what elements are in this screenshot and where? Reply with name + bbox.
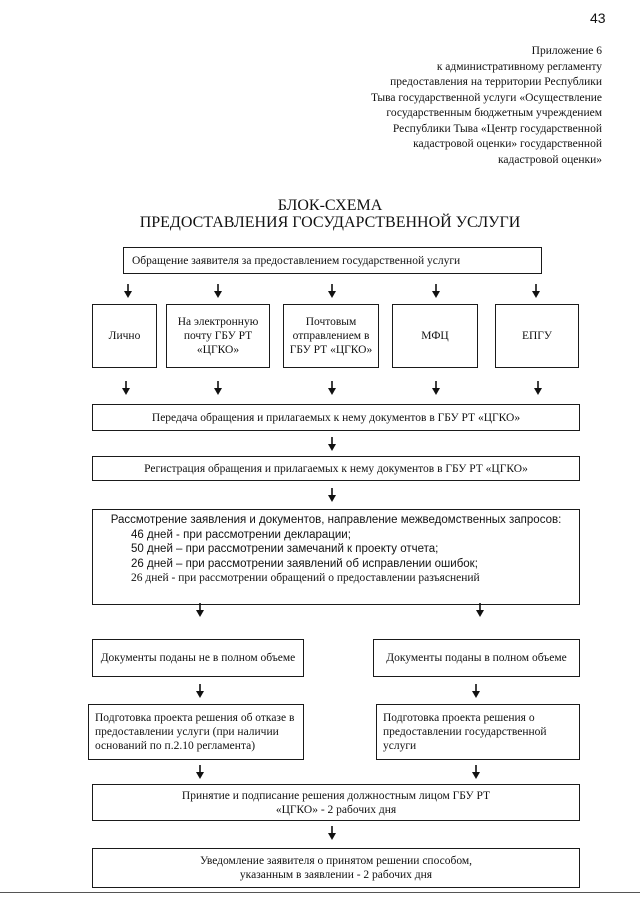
annex-line: кадастровой оценки» [497,153,602,166]
arrow-down-icon [121,381,131,395]
annex-line: кадастровой оценки» государственной [413,138,602,150]
arrow-down-icon [123,284,133,298]
complete-docs-box: Документы поданы в полном объеме [373,639,580,677]
decision-box: Принятие и подписание решения должностны… [92,784,580,821]
transfer-box: Передача обращения и прилагаемых к нему … [92,404,580,431]
channel-epgu: ЕПГУ [495,304,579,368]
arrow-down-icon [327,826,337,840]
arrow-down-icon [327,437,337,451]
annex-line: Приложение 6 [531,45,602,57]
arrow-down-icon [533,381,543,395]
channel-email: На электронную почту ГБУ РТ «ЦГКО» [166,304,270,368]
annex-line: предоставления на территории Республики [390,76,602,88]
channel-in-person: Лично [92,304,157,368]
annex-header: Приложение 6 к административному регламе… [302,44,602,168]
channel-post: Почтовым отправлением в ГБУ РТ «ЦГКО» [283,304,379,368]
notification-box: Уведомление заявителя о принятом решении… [92,848,580,888]
arrow-down-icon [327,488,337,502]
refusal-draft-box: Подготовка проекта решения об отказе в п… [88,704,304,760]
title-line-2: ПРЕДОСТАВЛЕНИЯ ГОСУДАРСТВЕННОЙ УСЛУГИ [139,214,521,231]
page-bottom-rule [0,892,640,893]
arrow-down-icon [213,381,223,395]
annex-line: к административному регламенту [436,60,602,73]
arrow-down-icon [475,603,485,617]
appeal-box: Обращение заявителя за предоставлением г… [123,247,542,274]
arrow-down-icon [195,603,205,617]
arrow-down-icon [431,381,441,395]
review-item: 26 дней - при рассмотрении обращений о п… [131,572,480,584]
arrow-down-icon [213,284,223,298]
review-item: 50 дней – при рассмотрении замечаний к п… [131,543,439,555]
review-box: Рассмотрение заявления и документов, нап… [92,509,580,605]
review-item: 46 дней - при рассмотрении декларации; [131,528,351,541]
arrow-down-icon [471,765,481,779]
registration-box: Регистрация обращения и прилагаемых к не… [92,456,580,481]
review-heading: Рассмотрение заявления и документов, нап… [110,514,562,526]
incomplete-docs-box: Документы поданы не в полном объеме [92,639,304,677]
annex-line: государственным бюджетным учреждением [386,107,602,119]
arrow-down-icon [431,284,441,298]
review-item: 26 дней – при рассмотрении заявлений об … [131,557,478,570]
annex-line: Тыва государственной услуги «Осуществлен… [370,91,602,104]
arrow-down-icon [327,284,337,298]
arrow-down-icon [195,684,205,698]
arrow-down-icon [327,381,337,395]
grant-draft-box: Подготовка проекта решения о предоставле… [376,704,580,760]
channel-mfc: МФЦ [392,304,478,368]
arrow-down-icon [195,765,205,779]
annex-line: Республики Тыва «Центр государственной [392,122,602,135]
arrow-down-icon [531,284,541,298]
title-line-1: БЛОК-СХЕМА [277,197,383,214]
page-number: 43 [590,10,606,26]
arrow-down-icon [471,684,481,698]
